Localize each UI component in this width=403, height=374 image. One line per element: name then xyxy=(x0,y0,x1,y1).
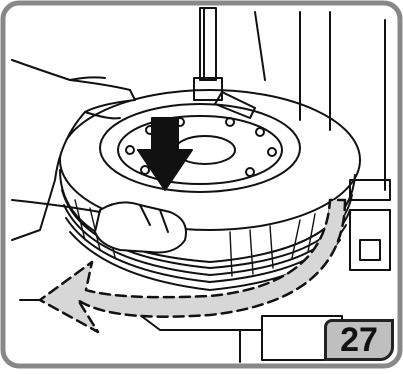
figure-number-badge: 27 xyxy=(324,319,394,361)
figure-number: 27 xyxy=(340,321,378,360)
